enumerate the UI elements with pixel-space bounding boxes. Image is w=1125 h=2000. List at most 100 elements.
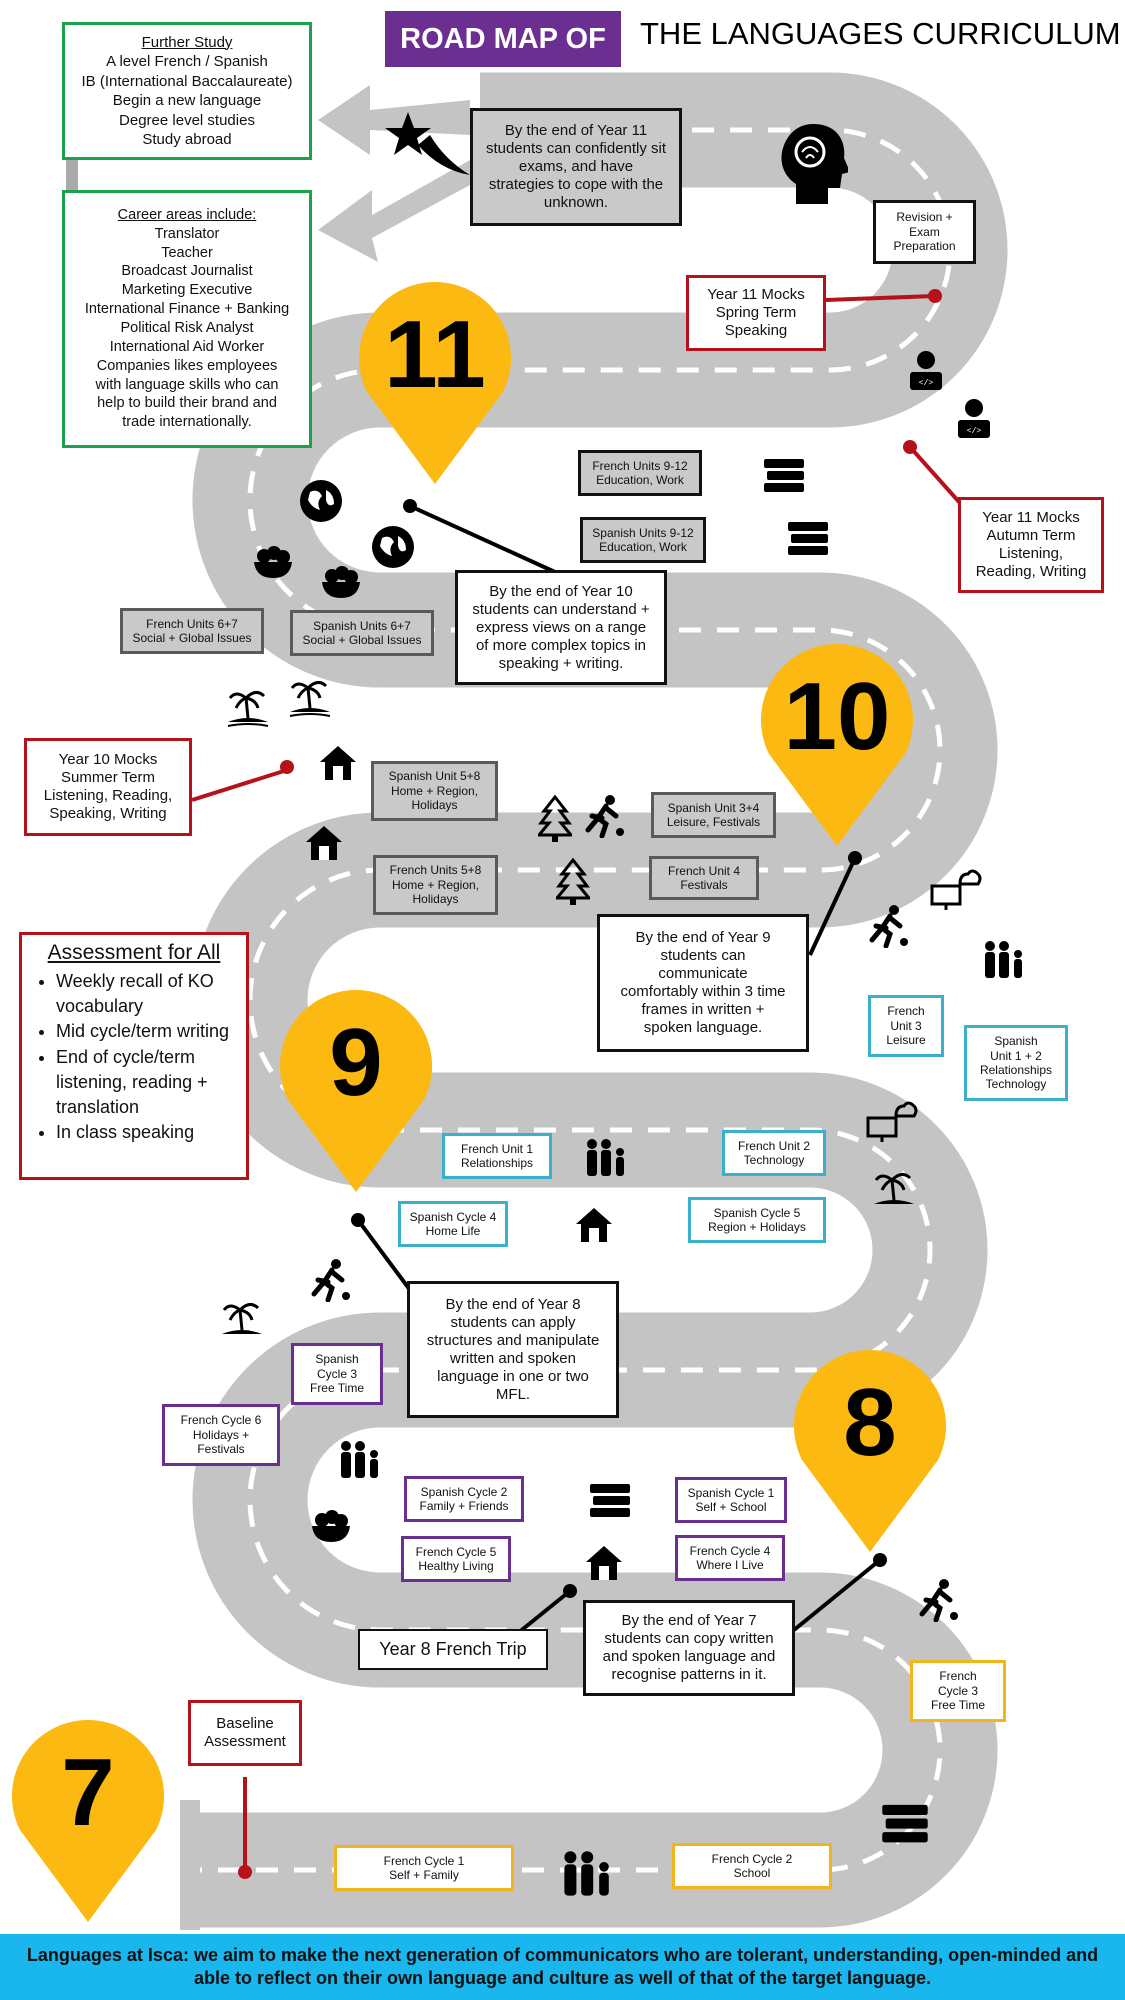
runner-icon — [585, 795, 624, 838]
unit-text: Family + Friends — [419, 1499, 509, 1513]
unit-text: Spanish Cycle 1 — [687, 1485, 775, 1500]
mocks-text: Spring Term — [715, 304, 797, 321]
unit-text: Technology — [743, 1153, 805, 1167]
fruit-bowl-icon — [322, 566, 360, 598]
unit-text: Self + Family — [389, 1868, 459, 1882]
house-icon — [586, 1546, 622, 1580]
unit-spanish-cycle-2: Spanish Cycle 2 Family + Friends — [404, 1476, 524, 1522]
unit-revision: Revision + Exam Preparation — [873, 200, 976, 264]
unit-text: Free Time — [309, 1381, 364, 1396]
family-icon — [587, 1139, 624, 1176]
unit-french-cycle-1: French Cycle 1 Self + Family — [334, 1845, 514, 1891]
further-study-item: IB (International Baccalaureate) — [81, 72, 293, 90]
unit-french-cycle-6: French Cycle 6 Holidays + Festivals — [162, 1404, 280, 1466]
unit-text: Spanish Unit 5+8 — [388, 769, 481, 784]
unit-text: Home + Region, — [391, 877, 480, 892]
unit-spanish-cycle-1: Spanish Cycle 1 Self + School — [675, 1477, 787, 1523]
unit-text: Holidays — [412, 892, 459, 907]
books-icon — [882, 1804, 928, 1843]
house-icon — [320, 746, 356, 780]
mocks-text: Listening, — [998, 545, 1064, 562]
laptop-user-icon: </> — [910, 351, 942, 390]
unit-spanish-3-4: Spanish Unit 3+4 Leisure, Festivals — [651, 792, 776, 838]
arrow-further-study-icon — [318, 85, 470, 155]
careers-heading: Career areas include: — [117, 206, 257, 223]
mocks-text: Year 11 Mocks — [707, 286, 805, 303]
unit-french-cycle-2: French Cycle 2 School — [672, 1843, 832, 1889]
unit-french-cycle-4: French Cycle 4 Where I Live — [675, 1535, 785, 1581]
unit-text: Social + Global Issues — [302, 633, 422, 647]
unit-text: Self + School — [695, 1500, 767, 1514]
page-title: THE LANGUAGES CURRICULUM — [640, 16, 1121, 51]
fruit-bowl-icon — [254, 546, 292, 578]
career-item: International Aid Worker — [109, 338, 265, 355]
further-study-item: Begin a new language — [112, 92, 262, 109]
career-item: trade internationally. — [122, 414, 252, 431]
island-icon — [222, 1303, 262, 1334]
globe-icon — [372, 526, 414, 568]
runner-icon — [311, 1259, 350, 1302]
brain-head-icon — [781, 124, 848, 204]
career-item: International Finance + Banking — [84, 301, 290, 318]
mocks-text: Listening, Reading, — [43, 787, 173, 804]
unit-text: Education, Work — [596, 473, 684, 487]
baseline-text: Assessment — [204, 1733, 286, 1750]
unit-text: Exam — [909, 224, 940, 239]
unit-text: French — [887, 1004, 925, 1019]
unit-text: Festivals — [680, 878, 728, 892]
career-item: with language skills who can — [95, 376, 279, 393]
assessment-for-all-box: Assessment for All Weekly recall of KO v… — [19, 932, 249, 1180]
mocks-autumn-box: Year 11 Mocks Autumn Term Listening, Rea… — [958, 497, 1104, 593]
pin-8-icon — [793, 1350, 947, 1552]
mocks-text: Speaking, Writing — [49, 805, 167, 822]
unit-text: French — [939, 1669, 977, 1684]
globe-icon — [300, 480, 342, 522]
unit-text: French Units 6+7 — [146, 616, 238, 631]
unit-text: Relationships — [979, 1063, 1053, 1077]
unit-text: French Cycle 4 — [689, 1543, 771, 1558]
family-icon — [564, 1851, 609, 1896]
house-icon — [306, 826, 342, 860]
tree-icon — [556, 858, 590, 905]
unit-spanish-cycle-5: Spanish Cycle 5 Region + Holidays — [688, 1197, 826, 1243]
fruit-bowl-icon — [312, 1510, 350, 1542]
unit-text: Unit 3 — [890, 1018, 922, 1033]
pin-9-icon — [279, 990, 433, 1192]
pin-11-icon — [358, 282, 512, 484]
milestone-year-8: By the end of Year 8 students can apply … — [407, 1281, 619, 1418]
unit-text: Healthy Living — [418, 1559, 494, 1573]
unit-text: French Units 9-12 — [592, 458, 688, 473]
unit-text: Cycle 3 — [937, 1683, 978, 1698]
mocks-text: Reading, Writing — [975, 563, 1087, 580]
further-study-item: A level French / Spanish — [106, 53, 268, 70]
career-item: Broadcast Journalist — [121, 263, 253, 280]
career-item: help to build their brand and — [97, 395, 277, 412]
careers-box: Career areas include: Translator Teacher… — [62, 190, 312, 448]
milestone-year-11: By the end of Year 11 students can confi… — [470, 108, 682, 226]
mocks-text: Year 10 Mocks — [58, 751, 158, 768]
mocks-text: Summer Term — [61, 769, 155, 786]
further-study-item: Degree level studies — [119, 111, 255, 129]
mocks-text: Autumn Term — [986, 527, 1076, 544]
pin-9-label: 9 — [329, 1009, 383, 1116]
unit-text: Technology — [985, 1077, 1047, 1092]
further-study-item: Study abroad — [142, 131, 232, 148]
unit-text: Spanish Cycle 5 — [713, 1205, 801, 1220]
unit-text: Spanish Cycle 2 — [420, 1484, 508, 1499]
runner-icon — [919, 1579, 958, 1622]
unit-text: Holidays + — [192, 1427, 250, 1442]
computer-cloud-icon — [930, 869, 982, 910]
island-icon — [227, 691, 269, 727]
unit-french-6-7: French Units 6+7 Social + Global Issues — [120, 608, 264, 654]
career-item: Marketing Executive — [121, 282, 253, 299]
assessment-item: In class speaking — [56, 1120, 236, 1145]
star-icon — [385, 112, 431, 155]
books-icon — [590, 1484, 630, 1517]
unit-text: Festivals — [197, 1442, 245, 1457]
baseline-text: Baseline — [216, 1715, 274, 1732]
career-item: Teacher — [161, 244, 213, 261]
unit-text: Cycle 3 — [316, 1366, 357, 1381]
pin-10-label: 10 — [783, 663, 891, 770]
further-study-box: Further Study A level French / Spanish I… — [62, 22, 312, 160]
unit-text: Spanish Units 6+7 — [313, 618, 411, 633]
